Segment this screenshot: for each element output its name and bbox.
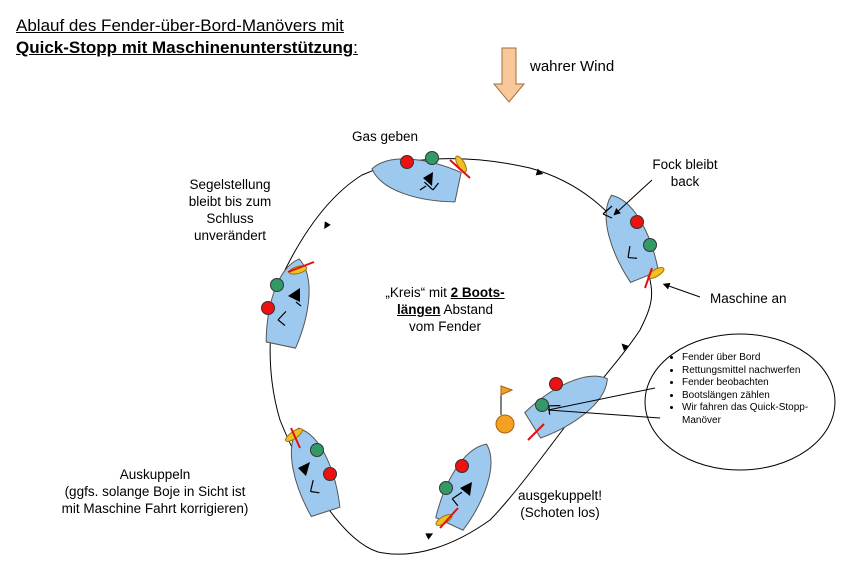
label-gas-geben: Gas geben [351,129,419,144]
port-light-icon [630,215,644,229]
bubble-list: Fender über Bord Rettungsmittel nachwerf… [668,352,832,427]
mainsail-icon [423,172,433,186]
label-auskuppeln: Auskuppeln (ggfs. solange Boje in Sicht … [61,467,249,516]
bubble-item: Fender über Bord [682,352,832,365]
bubble-item: Rettungsmittel nachwerfen [682,365,832,378]
starboard-light-icon [310,443,324,457]
label-ausgekuppelt: ausgekuppelt! (Schoten los) [517,488,603,520]
wind-label: wahrer Wind [530,58,615,75]
starboard-light-icon [643,238,657,252]
fender-icon [495,414,515,434]
starboard-light-icon [439,481,453,495]
port-light-icon [400,155,414,169]
port-light-icon [261,301,275,315]
port-light-icon [455,459,469,473]
mainsail-icon [460,482,472,496]
label-fock: Fock bleibt back [652,157,718,189]
title-line-2: Quick-Stopp mit Maschinenunterstützung: [16,38,358,58]
path-arrow-icon [420,533,434,540]
label-segelstellung: Segelstellung bleibt bis zum Schluss unv… [188,177,272,243]
starboard-light-icon [270,278,284,292]
center-note: „Kreis“ mit 2 Boots- längen Abstand vom … [385,285,505,334]
propeller-icon [455,155,467,173]
starboard-light-icon [425,151,439,165]
speech-bubble [644,333,836,471]
bubble-item: Fender beobachten [682,377,832,390]
wind-arrow-icon [492,47,526,103]
flag-icon [500,385,514,396]
bubble-item: Bootslängen zählen [682,390,832,403]
port-light-icon [323,467,337,481]
mainsail-icon [298,462,310,476]
bubble-item: Wir fahren das Quick-Stopp-Manöver [682,402,832,427]
title-line-2-text: Quick-Stopp mit Maschinenunterstützung [16,38,354,57]
title-line-1: Ablauf des Fender-über-Bord-Manövers mit [16,16,344,35]
port-light-icon [549,377,563,391]
path-arrow-icon [324,216,332,230]
course-path [269,158,653,555]
label-maschine-an: Maschine an [710,291,787,306]
title-line-2-suffix: : [353,38,358,57]
starboard-light-icon [535,398,549,412]
mainsail-icon [288,288,300,302]
